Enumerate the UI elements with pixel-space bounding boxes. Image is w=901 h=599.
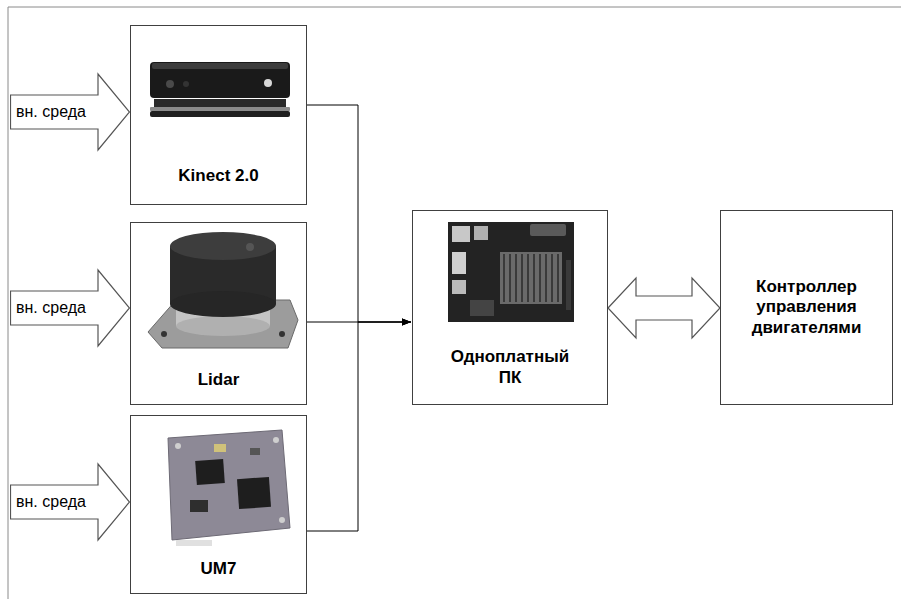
kinect-picture	[150, 62, 290, 117]
motherboard-picture	[448, 222, 574, 322]
sensor-box: Lidar	[130, 222, 307, 405]
arrow-label: вн. среда	[10, 299, 86, 317]
box-label: Kinect 2.0	[178, 166, 258, 186]
hollow-arrow-outline	[11, 74, 130, 150]
arrow-label: вн. среда	[10, 493, 86, 511]
controller-box: Контроллер управления двигателями	[720, 210, 893, 405]
box-label: UM7	[201, 559, 237, 579]
input-arrow: вн. среда	[10, 462, 130, 542]
sensor-box: UM7	[130, 415, 307, 594]
frame-line	[8, 7, 9, 599]
hollow-arrow-outline	[11, 464, 130, 540]
um7-board-picture	[168, 430, 290, 546]
connector	[307, 105, 411, 322]
connector	[307, 322, 411, 531]
lidar-picture	[148, 232, 298, 348]
double-hollow-arrow	[608, 278, 720, 338]
input-arrow: вн. среда	[10, 268, 130, 348]
sensor-box: Kinect 2.0	[130, 25, 307, 205]
box-label: Одноплатный ПК	[451, 347, 569, 388]
hollow-arrow-outline	[11, 270, 130, 346]
arrow-label: вн. среда	[10, 103, 86, 121]
computer-box: Одноплатный ПК	[412, 210, 608, 405]
box-label: Lidar	[198, 370, 240, 390]
input-arrow: вн. среда	[10, 72, 130, 152]
frame-line	[8, 7, 901, 8]
box-label: Контроллер управления двигателями	[752, 277, 862, 338]
